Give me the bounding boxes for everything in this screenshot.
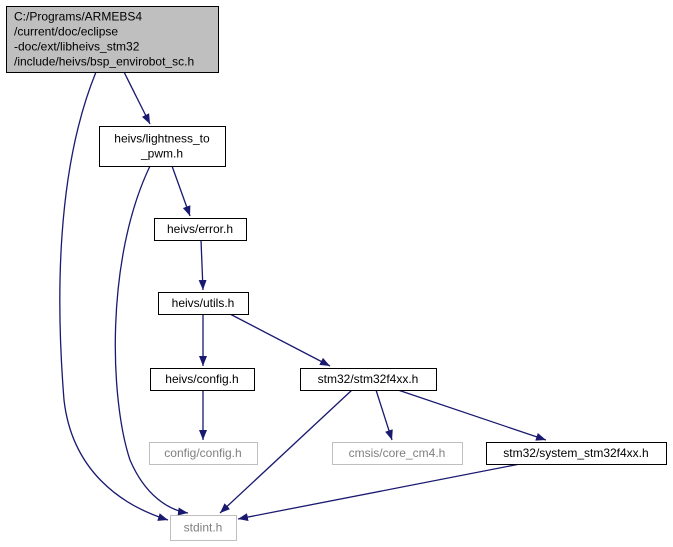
node-bsp-envirobot-sc-h-label-line: -doc/ext/libheivs_stm32 [14, 40, 140, 54]
node-config-config-h-label-line: config/config.h [164, 446, 241, 460]
node-stdint-h[interactable]: stdint.h [170, 515, 237, 541]
node-core-cm4-h-box [332, 442, 463, 465]
node-lightness-to-pwm-h-box [99, 126, 226, 167]
node-heivs-config-h-box [150, 368, 255, 391]
node-bsp-envirobot-sc-h-box [6, 6, 219, 73]
node-heivs-config-h[interactable]: heivs/config.h [150, 368, 255, 391]
node-utils-h[interactable]: heivs/utils.h [158, 292, 249, 315]
node-system-stm32f4xx-h-label-line: stm32/system_stm32f4xx.h [503, 446, 648, 460]
nodes: C:/Programs/ARMEBS4/current/doc/eclipse-… [6, 6, 667, 541]
node-core-cm4-h[interactable]: cmsis/core_cm4.h [332, 442, 463, 465]
node-config-config-h[interactable]: config/config.h [149, 442, 258, 465]
node-config-config-h-box [149, 442, 258, 465]
edge-error-to-utils [198, 239, 207, 291]
edge-stm32f4-to-cmsis [375, 389, 393, 441]
edge-root-to-lightness [123, 71, 151, 125]
node-stdint-h-label-line: stdint.h [184, 521, 223, 535]
edge-utils-to-stm32f4 [229, 313, 331, 367]
node-stm32f4xx-h[interactable]: stm32/stm32f4xx.h [300, 368, 437, 391]
node-lightness-to-pwm-h-label-line: heivs/lightness_to [114, 132, 210, 146]
edge-system-to-stdint [237, 463, 521, 522]
edge-stm32f4-to-stdint [219, 389, 353, 514]
node-bsp-envirobot-sc-h-label-line: C:/Programs/ARMEBS4 [14, 10, 142, 24]
node-system-stm32f4xx-h[interactable]: stm32/system_stm32f4xx.h [486, 442, 667, 465]
node-lightness-to-pwm-h[interactable]: heivs/lightness_to_pwm.h [99, 126, 226, 167]
node-error-h-label-line: heivs/error.h [167, 222, 233, 236]
node-stm32f4xx-h-label-line: stm32/stm32f4xx.h [318, 372, 419, 386]
node-core-cm4-h-label-line: cmsis/core_cm4.h [349, 446, 446, 460]
node-bsp-envirobot-sc-h[interactable]: C:/Programs/ARMEBS4/current/doc/eclipse-… [6, 6, 219, 73]
node-utils-h-box [158, 292, 249, 315]
node-lightness-to-pwm-h-label-line: _pwm.h [140, 147, 183, 161]
node-stm32f4xx-h-box [300, 368, 437, 391]
node-utils-h-label-line: heivs/utils.h [172, 296, 235, 310]
node-bsp-envirobot-sc-h-label-line: /current/doc/eclipse [14, 25, 118, 39]
edge-lightness-to-error [171, 165, 191, 217]
node-system-stm32f4xx-h-box [486, 442, 667, 465]
edge-lightness-to-stdint [114, 165, 189, 516]
node-error-h[interactable]: heivs/error.h [154, 218, 247, 241]
edges [59, 71, 547, 522]
node-bsp-envirobot-sc-h-label-line: /include/heivs/bsp_envirobot_sc.h [14, 55, 194, 69]
edge-root-to-stdint [59, 71, 169, 521]
node-heivs-config-h-label-line: heivs/config.h [165, 372, 238, 386]
node-error-h-box [154, 218, 247, 241]
node-stdint-h-box [170, 515, 237, 541]
edge-stm32f4-to-system [397, 389, 547, 441]
